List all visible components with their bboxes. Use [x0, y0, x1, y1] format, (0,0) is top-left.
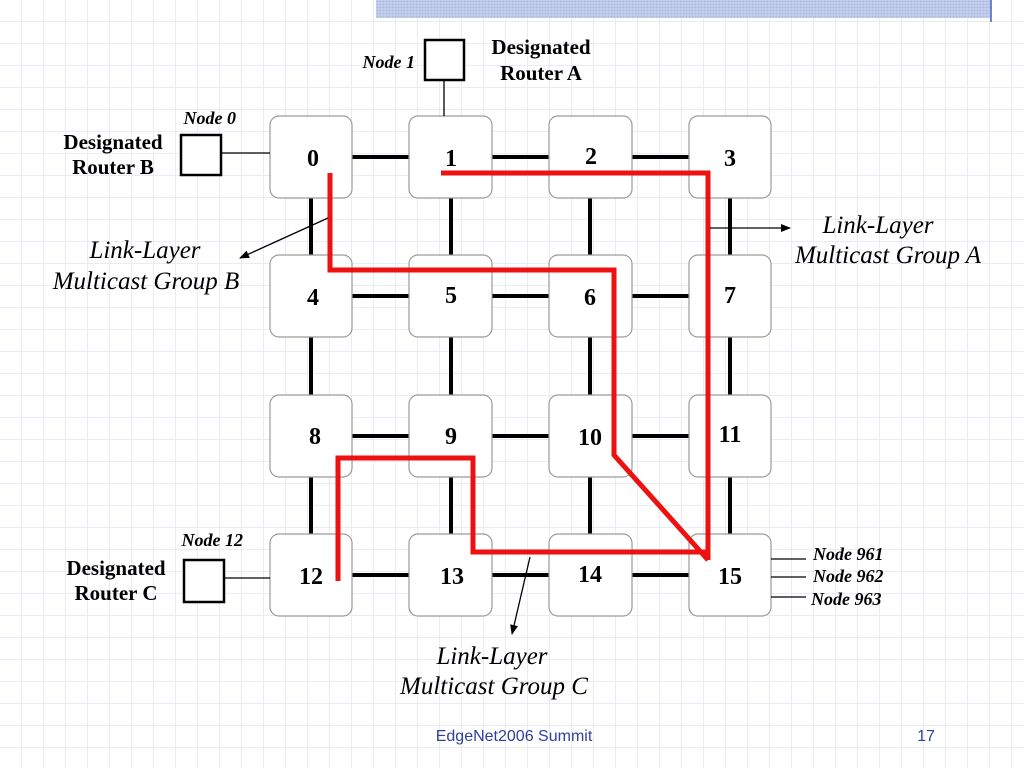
router-a-label-line2: Router A — [500, 61, 583, 85]
mesh-node-9: 9 — [408, 394, 493, 478]
group-b-annotation: Link-Layer Multicast Group B — [52, 217, 329, 295]
node-number: 5 — [445, 283, 457, 309]
node-number: 11 — [719, 422, 742, 448]
node-number: 14 — [578, 562, 602, 588]
node-number: 3 — [724, 146, 736, 172]
node-number: 4 — [307, 285, 319, 311]
node-number: 10 — [578, 425, 602, 451]
mesh-node-13: 13 — [408, 533, 493, 617]
group-c-label-line2: Multicast Group C — [399, 673, 588, 700]
mesh-node-11: 11 — [688, 394, 772, 478]
router-b-label-line2: Router B — [72, 155, 154, 179]
multicast-path-group-c — [335, 455, 708, 581]
node-number: 0 — [307, 146, 319, 172]
node-number: 7 — [724, 283, 736, 309]
multicast-path-group-a — [441, 170, 711, 560]
node-number: 1 — [445, 146, 457, 172]
mesh-node-8: 8 — [269, 394, 353, 478]
mesh-node-15: 15 — [688, 533, 772, 617]
mesh-node-6: 6 — [548, 254, 633, 338]
node-number: 12 — [299, 564, 323, 590]
mesh-node-10: 10 — [548, 394, 633, 478]
router-b-node-label: Node 0 — [183, 108, 237, 128]
mesh-node-4: 4 — [269, 254, 353, 338]
multicast-paths — [327, 170, 711, 581]
router-c-node-label: Node 12 — [181, 530, 244, 550]
designated-router-b: Node 0 Designated Router B — [63, 108, 270, 179]
node-number: 2 — [585, 144, 597, 170]
node-number: 9 — [445, 424, 457, 450]
designated-router-c: Node 12 Designated Router C — [66, 530, 270, 605]
group-c-label-line1: Link-Layer — [435, 643, 547, 670]
group-b-label-line1: Link-Layer — [88, 237, 200, 264]
mesh-node-1: 1 — [408, 115, 493, 199]
group-c-annotation: Link-Layer Multicast Group C — [399, 556, 588, 700]
top-decorative-bar — [376, 0, 990, 18]
router-c-label-line1: Designated — [66, 556, 165, 580]
page-number: 17 — [917, 728, 935, 745]
multicast-path-group-b — [327, 173, 710, 562]
top-right-rule — [990, 0, 992, 22]
extra-node-label: Node 962 — [812, 566, 884, 586]
group-a-label-line1: Link-Layer — [821, 212, 933, 239]
slide-footer: EdgeNet2006 Summit 17 — [436, 728, 935, 745]
node-number: 13 — [440, 564, 464, 590]
extra-node-label: Node 961 — [812, 544, 884, 564]
group-b-label-line2: Multicast Group B — [52, 268, 240, 295]
mesh-node-7: 7 — [688, 254, 772, 338]
router-c-label-line2: Router C — [74, 581, 157, 605]
extra-nodes: Node 961 Node 962 Node 963 — [771, 544, 884, 609]
designated-router-a: Node 1 Designated Router A — [362, 35, 591, 116]
footer-title: EdgeNet2006 Summit — [436, 728, 593, 745]
group-a-label-line2: Multicast Group A — [794, 242, 982, 269]
router-b-label-line1: Designated — [63, 130, 162, 154]
mesh-node-5: 5 — [408, 254, 493, 338]
group-a-annotation: Link-Layer Multicast Group A — [710, 212, 982, 269]
mesh-links — [309, 155, 732, 577]
mesh-nodes: 0 1 2 3 4 5 6 7 8 9 10 11 12 13 14 15 — [269, 115, 772, 617]
mesh-node-3: 3 — [688, 115, 772, 199]
router-a-node-label: Node 1 — [362, 52, 416, 72]
router-a-label-line1: Designated — [491, 35, 590, 59]
mesh-node-14: 14 — [548, 533, 633, 617]
extra-node-label: Node 963 — [810, 589, 882, 609]
mesh-node-2: 2 — [548, 115, 633, 199]
mesh-node-0: 0 — [269, 115, 353, 199]
node-number: 8 — [309, 424, 321, 450]
node-number: 6 — [584, 285, 596, 311]
mesh-node-12: 12 — [269, 533, 353, 617]
node-number: 15 — [718, 564, 742, 590]
